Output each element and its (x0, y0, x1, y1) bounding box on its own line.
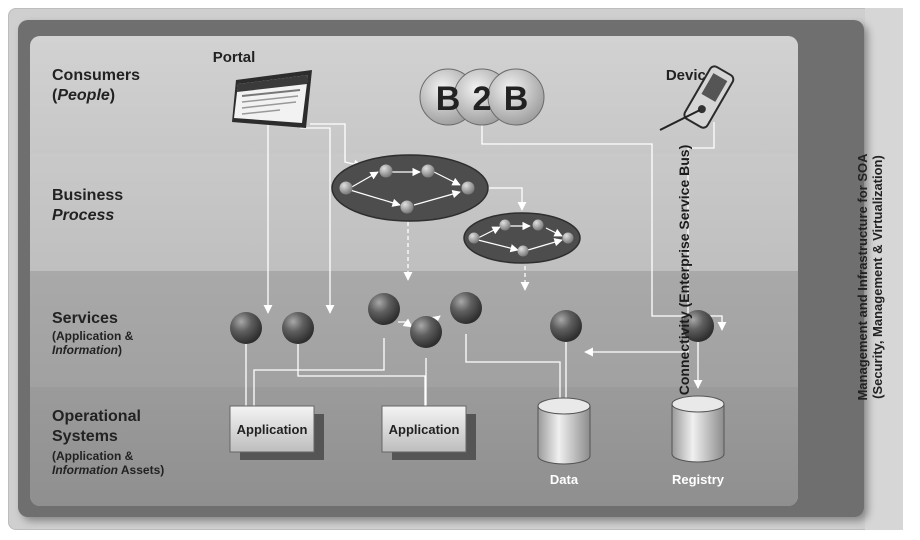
consumers-title: Consumers (52, 67, 141, 84)
sub-process-oval (463, 212, 581, 264)
consumers-layer: Consumers (People) (30, 36, 798, 154)
stylus-icon (659, 109, 701, 131)
data-cylinder (537, 397, 591, 465)
consumers-subtitle: (People) (52, 87, 116, 104)
portal-label: Portal (213, 49, 256, 66)
arrow-b2b-to-registry-service (481, 122, 727, 331)
services-subtitle-1: (Application & (52, 329, 134, 343)
application-box-1: Application (229, 405, 324, 460)
service-node-6 (550, 310, 582, 342)
service-nodes (230, 292, 714, 348)
portal-icon (232, 70, 312, 128)
arrow-service3-to-application (249, 338, 385, 416)
application-label-1: Application (237, 422, 308, 437)
service-node-1 (230, 312, 262, 344)
service-node-2 (282, 312, 314, 344)
management-band (865, 8, 903, 530)
b2b-number-2: 2 (473, 80, 492, 118)
management-line-1: Management and Infrastructure for SOA (855, 153, 870, 401)
arrow-service5-to-data (465, 334, 565, 413)
service-node-7 (682, 310, 714, 342)
b2b-letter-b1: B (436, 80, 461, 118)
connectivity-label: Connectivity (Enterprise Service Bus) (676, 144, 692, 396)
layers-panel: Consumers (People) Business Process Serv… (30, 36, 798, 506)
business-process-oval (331, 154, 489, 222)
b2b-icon: B 2 B (419, 68, 545, 126)
application-label-2: Application (389, 422, 460, 437)
device-label: Device (666, 67, 714, 84)
arrow-portal-to-service2 (300, 127, 335, 314)
registry-label: Registry (672, 472, 725, 487)
operational-subtitle-2: Information Assets) (52, 463, 165, 477)
operational-title-1: Operational (52, 408, 141, 425)
connector-arrows (241, 108, 727, 416)
application-box-2: Application (381, 405, 476, 460)
b2b-letter-b2: B (504, 80, 529, 118)
arrow-device-to-service (584, 122, 715, 357)
services-subtitle-2: Information) (52, 343, 122, 357)
service-node-4 (410, 316, 442, 348)
business-subtitle: Process (52, 207, 115, 224)
arrow-service2-to-application2 (297, 344, 430, 416)
data-label: Data (550, 472, 579, 487)
arrow-process-to-subprocess (480, 187, 527, 211)
services-title: Services (52, 310, 118, 327)
service-node-3 (368, 293, 400, 325)
arrow-portal-to-process (310, 123, 363, 169)
management-line-2: (Security, Management & Virtualization) (870, 155, 885, 399)
business-title: Business (52, 187, 124, 204)
service-node-5 (450, 292, 482, 324)
management-label: Management and Infrastructure for SOA (S… (855, 117, 885, 437)
arrow-service-chain (398, 318, 413, 328)
registry-cylinder (671, 395, 725, 463)
operational-title-2: Systems (52, 428, 118, 445)
operational-subtitle-1: (Application & (52, 449, 134, 463)
